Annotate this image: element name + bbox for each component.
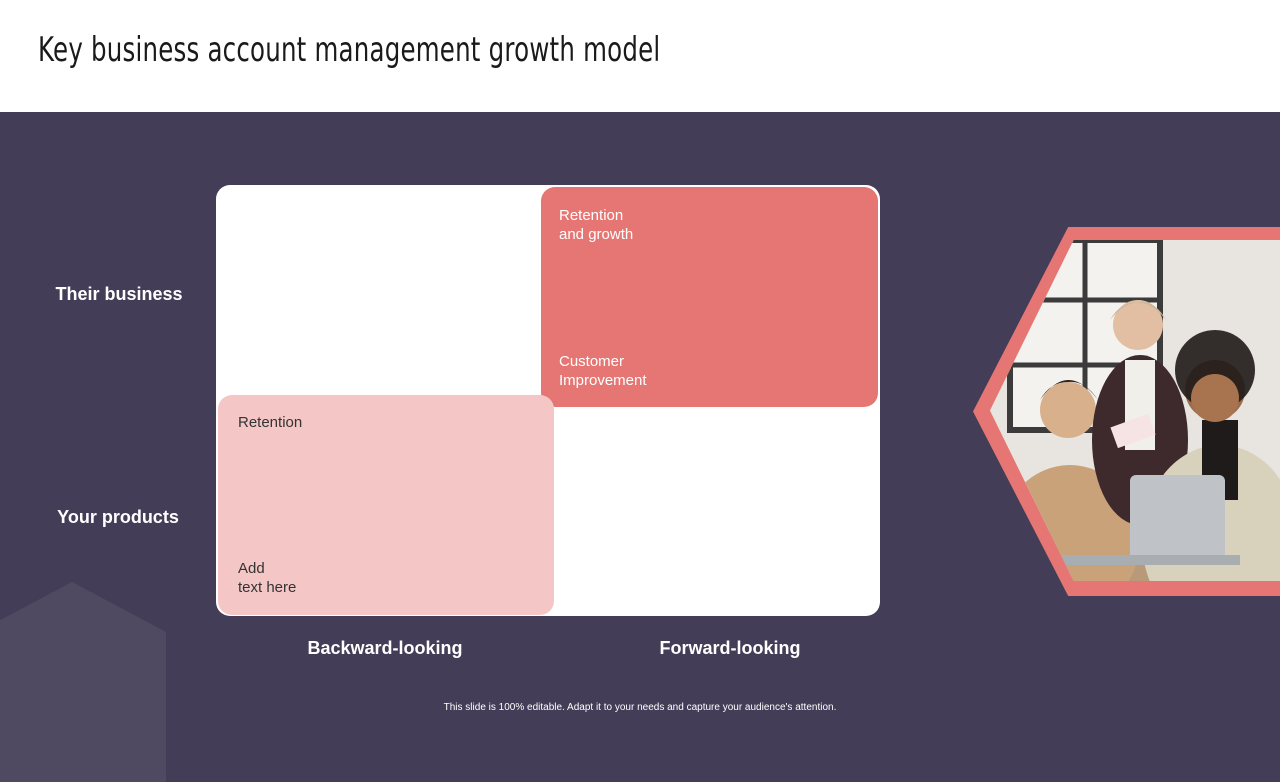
decorative-hexagon (0, 582, 166, 782)
row-label-your-products: Your products (57, 507, 179, 527)
page-title: Key business account management growth m… (38, 30, 661, 70)
quadrant-heading: Retention and growth (559, 207, 634, 243)
quadrant-footer-text: Add text here (238, 560, 297, 596)
footer-note: This slide is 100% editable. Adapt it to… (443, 702, 837, 713)
row-label-their-business: Their business (55, 284, 183, 304)
header-bar: Key business account management growth m… (0, 0, 1280, 112)
quadrant-heading: Retention (238, 414, 303, 431)
quadrant-retention: Retention Add text here (218, 395, 554, 615)
quadrant-footer-text: Customer Improvement (559, 353, 647, 389)
quadrant-retention-and-growth: Retention and growth Customer Improvemen… (541, 187, 878, 407)
column-label-forward-looking: Forward-looking (659, 638, 801, 658)
column-label-backward-looking: Backward-looking (307, 638, 463, 658)
team-photo (990, 240, 1280, 581)
